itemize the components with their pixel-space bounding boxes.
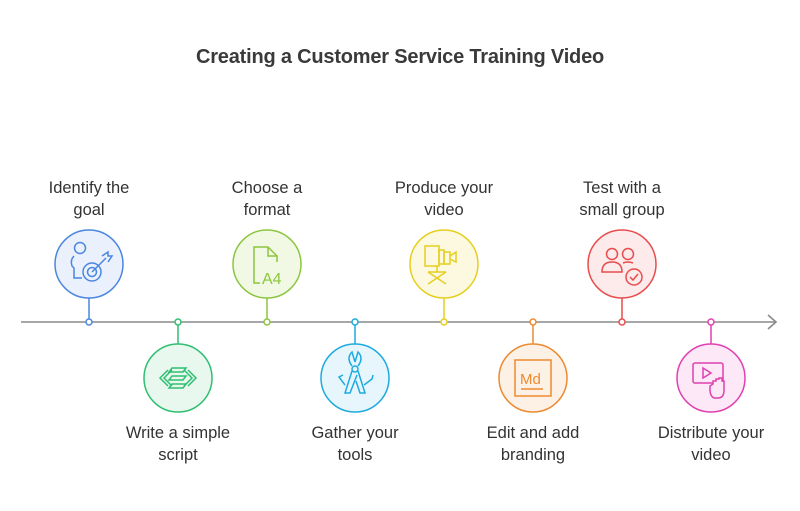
step-connector-dot: [174, 318, 182, 326]
label-line: Distribute your: [657, 424, 765, 442]
target-person-icon: [70, 241, 114, 282]
group-check-icon: [601, 247, 643, 286]
step-identify-goal: [54, 229, 124, 326]
label-line: Gather your: [311, 424, 399, 442]
label-line: Identify the: [48, 179, 130, 197]
video-play-hand-icon: [692, 362, 725, 399]
step-icon-circle: [498, 343, 568, 413]
step-label-test-group: Test with a small group: [547, 177, 697, 221]
svg-text:A4: A4: [262, 271, 282, 288]
step-icon-circle: [676, 343, 746, 413]
step-label-identify-goal: Identify the goal: [14, 177, 164, 221]
label-line: Edit and add: [486, 424, 580, 442]
step-label-write-script: Write a simple script: [103, 422, 253, 466]
step-choose-format: A4: [232, 229, 302, 326]
step-write-script: [143, 318, 213, 413]
label-line: video: [691, 446, 731, 464]
step-connector-dot: [263, 318, 271, 326]
step-produce-video: [409, 229, 479, 326]
step-test-group: [587, 229, 657, 326]
diagram-title: Creating a Customer Service Training Vid…: [195, 46, 605, 68]
step-icon-circle: [587, 229, 657, 299]
step-connector-dot: [440, 318, 448, 326]
label-line: tools: [337, 446, 373, 464]
step-connector-dot: [707, 318, 715, 326]
step-connector-dot: [618, 318, 626, 326]
label-line: format: [243, 201, 291, 219]
label-line: branding: [500, 446, 566, 464]
step-label-choose-format: Choose a format: [192, 177, 342, 221]
step-distribute-video: [676, 318, 746, 413]
step-connector-dot: [351, 318, 359, 326]
video-camera-tripod-icon: [424, 245, 457, 285]
label-line: Write a simple: [125, 424, 231, 442]
step-label-produce-video: Produce your video: [369, 177, 519, 221]
a4-document-icon: A4: [253, 246, 282, 288]
label-line: Choose a: [231, 179, 303, 197]
multitool-icon: [337, 350, 374, 394]
step-icon-circle: [143, 343, 213, 413]
script-arrows-icon: [158, 367, 198, 389]
label-line: script: [158, 446, 198, 464]
label-line: Test with a: [583, 179, 661, 197]
step-label-edit-branding: Edit and add branding: [458, 422, 608, 466]
label-line: video: [424, 201, 464, 219]
label-line: Produce your: [394, 179, 494, 197]
label-line: goal: [73, 201, 105, 219]
step-icon-circle: [320, 343, 390, 413]
step-connector-dot: [529, 318, 537, 326]
svg-text:Md: Md: [520, 371, 541, 388]
label-line: small group: [579, 201, 665, 219]
step-icon-circle: [232, 229, 302, 299]
timeline-arrowhead: [767, 314, 778, 330]
step-gather-tools: [320, 318, 390, 413]
step-label-gather-tools: Gather your tools: [280, 422, 430, 466]
markdown-icon: Md: [514, 359, 552, 397]
step-connector-dot: [85, 318, 93, 326]
step-label-distribute-video: Distribute your video: [636, 422, 786, 466]
step-edit-branding: Md: [498, 318, 568, 413]
